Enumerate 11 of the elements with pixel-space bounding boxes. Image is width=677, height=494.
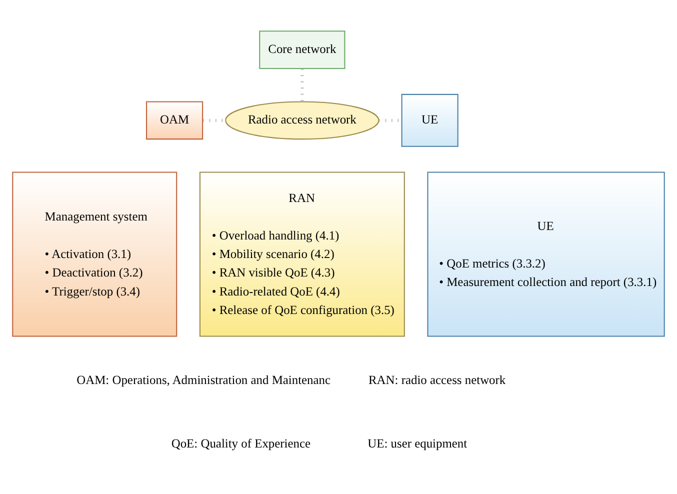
node-box: Management system • Activation (3.1) • Deactivation (3.2) • Trigger/stop (3.4) (12, 172, 178, 337)
label: UE: user equipment (368, 436, 468, 450)
label: OAM: Operations, Administration and Maintenanc (76, 373, 331, 388)
node-ellipse: Radio access network (225, 101, 380, 140)
node-box: UE • QoE metrics (3.3.2) • Measurement collection and report (3.3.1) (427, 172, 665, 337)
label: QoE: Quality of Experience (171, 436, 311, 450)
node-box: OAM (146, 101, 204, 140)
node-box: UE (401, 94, 458, 147)
node-box: RAN • Overload handling (4.1) • Mobility scenario (4.2) • RAN visible QoE (4.3) • Radio-related QoE (4.4) • Release of QoE configuration (3.5) (199, 172, 405, 337)
node-box: Core network (259, 30, 346, 70)
label: RAN: radio access network (368, 373, 506, 388)
